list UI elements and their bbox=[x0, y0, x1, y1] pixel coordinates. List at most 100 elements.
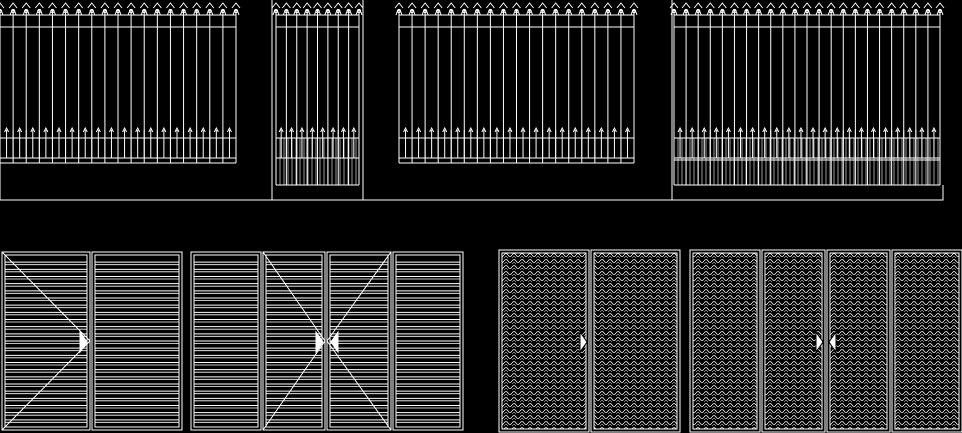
finial-ball-icon bbox=[475, 8, 480, 14]
finial-ball-icon bbox=[732, 8, 737, 14]
spear-tip-icon bbox=[187, 126, 193, 133]
finial-icon bbox=[344, 2, 354, 16]
spear-tip-icon bbox=[30, 126, 36, 133]
spear-tip-icon bbox=[494, 126, 500, 133]
finial-icon bbox=[705, 2, 715, 16]
finial-icon bbox=[766, 2, 776, 16]
gate-leaf bbox=[761, 249, 826, 433]
finial-ball-icon bbox=[756, 8, 761, 14]
finial-icon bbox=[899, 2, 909, 16]
finial-ball-icon bbox=[841, 8, 846, 14]
spear-tip-icon bbox=[95, 126, 101, 133]
finial-icon bbox=[717, 2, 727, 16]
spear-tip-icon bbox=[677, 126, 683, 133]
finial-icon bbox=[139, 2, 149, 16]
finial-ball-icon bbox=[829, 8, 834, 14]
spear-tip-icon bbox=[858, 126, 864, 133]
finial-ball-icon bbox=[744, 8, 749, 14]
finial-ball-icon bbox=[423, 8, 428, 14]
latch-handle-icon bbox=[828, 330, 837, 354]
spear-tip-icon bbox=[786, 126, 792, 133]
spear-tip-icon bbox=[834, 126, 840, 133]
finial-ball-icon bbox=[488, 8, 493, 14]
spear-tip-icon bbox=[520, 126, 526, 133]
spear-tip-icon bbox=[455, 126, 461, 133]
mesh-double-gate bbox=[498, 249, 681, 433]
finial-ball-icon bbox=[409, 8, 415, 14]
finial-ball-icon bbox=[937, 8, 943, 14]
spear-tip-icon bbox=[822, 126, 828, 133]
spear-tip-icon bbox=[351, 126, 357, 133]
spear-tip-icon bbox=[403, 126, 408, 133]
spear-tip-icon bbox=[546, 126, 552, 133]
finial-ball-icon bbox=[501, 8, 506, 14]
wall-outline bbox=[0, 0, 944, 201]
finial-icon bbox=[271, 2, 281, 16]
finial-icon bbox=[485, 2, 495, 16]
finial-icon bbox=[21, 2, 31, 16]
finial-icon bbox=[354, 2, 364, 16]
finial-icon bbox=[34, 2, 44, 16]
finial-ball-icon bbox=[142, 8, 147, 14]
finial-ball-icon bbox=[89, 8, 94, 14]
finial-icon bbox=[48, 2, 57, 16]
finial-ball-icon bbox=[449, 8, 454, 14]
finial-icon bbox=[525, 2, 534, 16]
spear-tip-icon bbox=[226, 126, 232, 133]
finial-icon bbox=[205, 2, 215, 16]
finial-icon bbox=[538, 2, 548, 16]
finial-ball-icon bbox=[553, 8, 558, 14]
finial-icon bbox=[420, 2, 430, 16]
latch-handle-icon bbox=[315, 330, 324, 354]
spear-tip-icon bbox=[429, 126, 435, 133]
gate-leaf bbox=[826, 249, 891, 433]
finial-ball-icon bbox=[925, 8, 931, 14]
finial-icon bbox=[61, 2, 70, 16]
spear-tip-icon bbox=[725, 126, 731, 133]
swing-line bbox=[326, 340, 392, 431]
finial-icon bbox=[681, 2, 691, 16]
spear-tip-icon bbox=[82, 126, 88, 133]
gate-leaf bbox=[590, 249, 681, 433]
finial-ball-icon bbox=[865, 8, 870, 14]
latch-handle-icon bbox=[330, 330, 339, 354]
finial-icon bbox=[838, 2, 848, 16]
finial-icon bbox=[74, 2, 84, 16]
finial-ball-icon bbox=[181, 8, 186, 14]
spear-tip-icon bbox=[907, 126, 913, 133]
finial-icon bbox=[935, 2, 945, 16]
spear-tip-icon bbox=[174, 126, 180, 133]
mesh-panel bbox=[692, 252, 758, 430]
spear-tip-icon bbox=[533, 126, 539, 133]
finial-ball-icon bbox=[527, 8, 532, 14]
latch-handle-icon bbox=[79, 330, 88, 354]
pedestrian-gate-a bbox=[271, 2, 364, 186]
finial-ball-icon bbox=[336, 8, 341, 14]
finial-ball-icon bbox=[115, 8, 121, 14]
finial-ball-icon bbox=[50, 8, 55, 14]
finial-ball-icon bbox=[11, 8, 16, 14]
finial-icon bbox=[564, 2, 574, 16]
finial-icon bbox=[87, 2, 97, 16]
finial-ball-icon bbox=[0, 8, 3, 14]
spear-tip-icon bbox=[278, 126, 284, 133]
finial-icon bbox=[911, 2, 921, 16]
spear-tip-icon bbox=[585, 126, 591, 133]
spear-tip-icon bbox=[43, 126, 49, 133]
spear-tip-icon bbox=[122, 126, 128, 133]
spear-tip-icon bbox=[871, 126, 876, 133]
spear-tip-icon bbox=[713, 126, 719, 133]
finial-icon bbox=[629, 2, 639, 16]
finial-ball-icon bbox=[396, 8, 402, 14]
spear-tip-icon bbox=[340, 126, 346, 133]
finial-ball-icon bbox=[804, 8, 810, 14]
finial-icon bbox=[218, 2, 228, 16]
finial-ball-icon bbox=[792, 8, 798, 14]
spear-tip-icon bbox=[798, 126, 804, 133]
finial-icon bbox=[802, 2, 812, 16]
finial-ball-icon bbox=[605, 8, 610, 14]
spear-tip-icon bbox=[919, 126, 925, 133]
spear-tip-icon bbox=[481, 126, 487, 133]
finial-ball-icon bbox=[168, 8, 173, 14]
